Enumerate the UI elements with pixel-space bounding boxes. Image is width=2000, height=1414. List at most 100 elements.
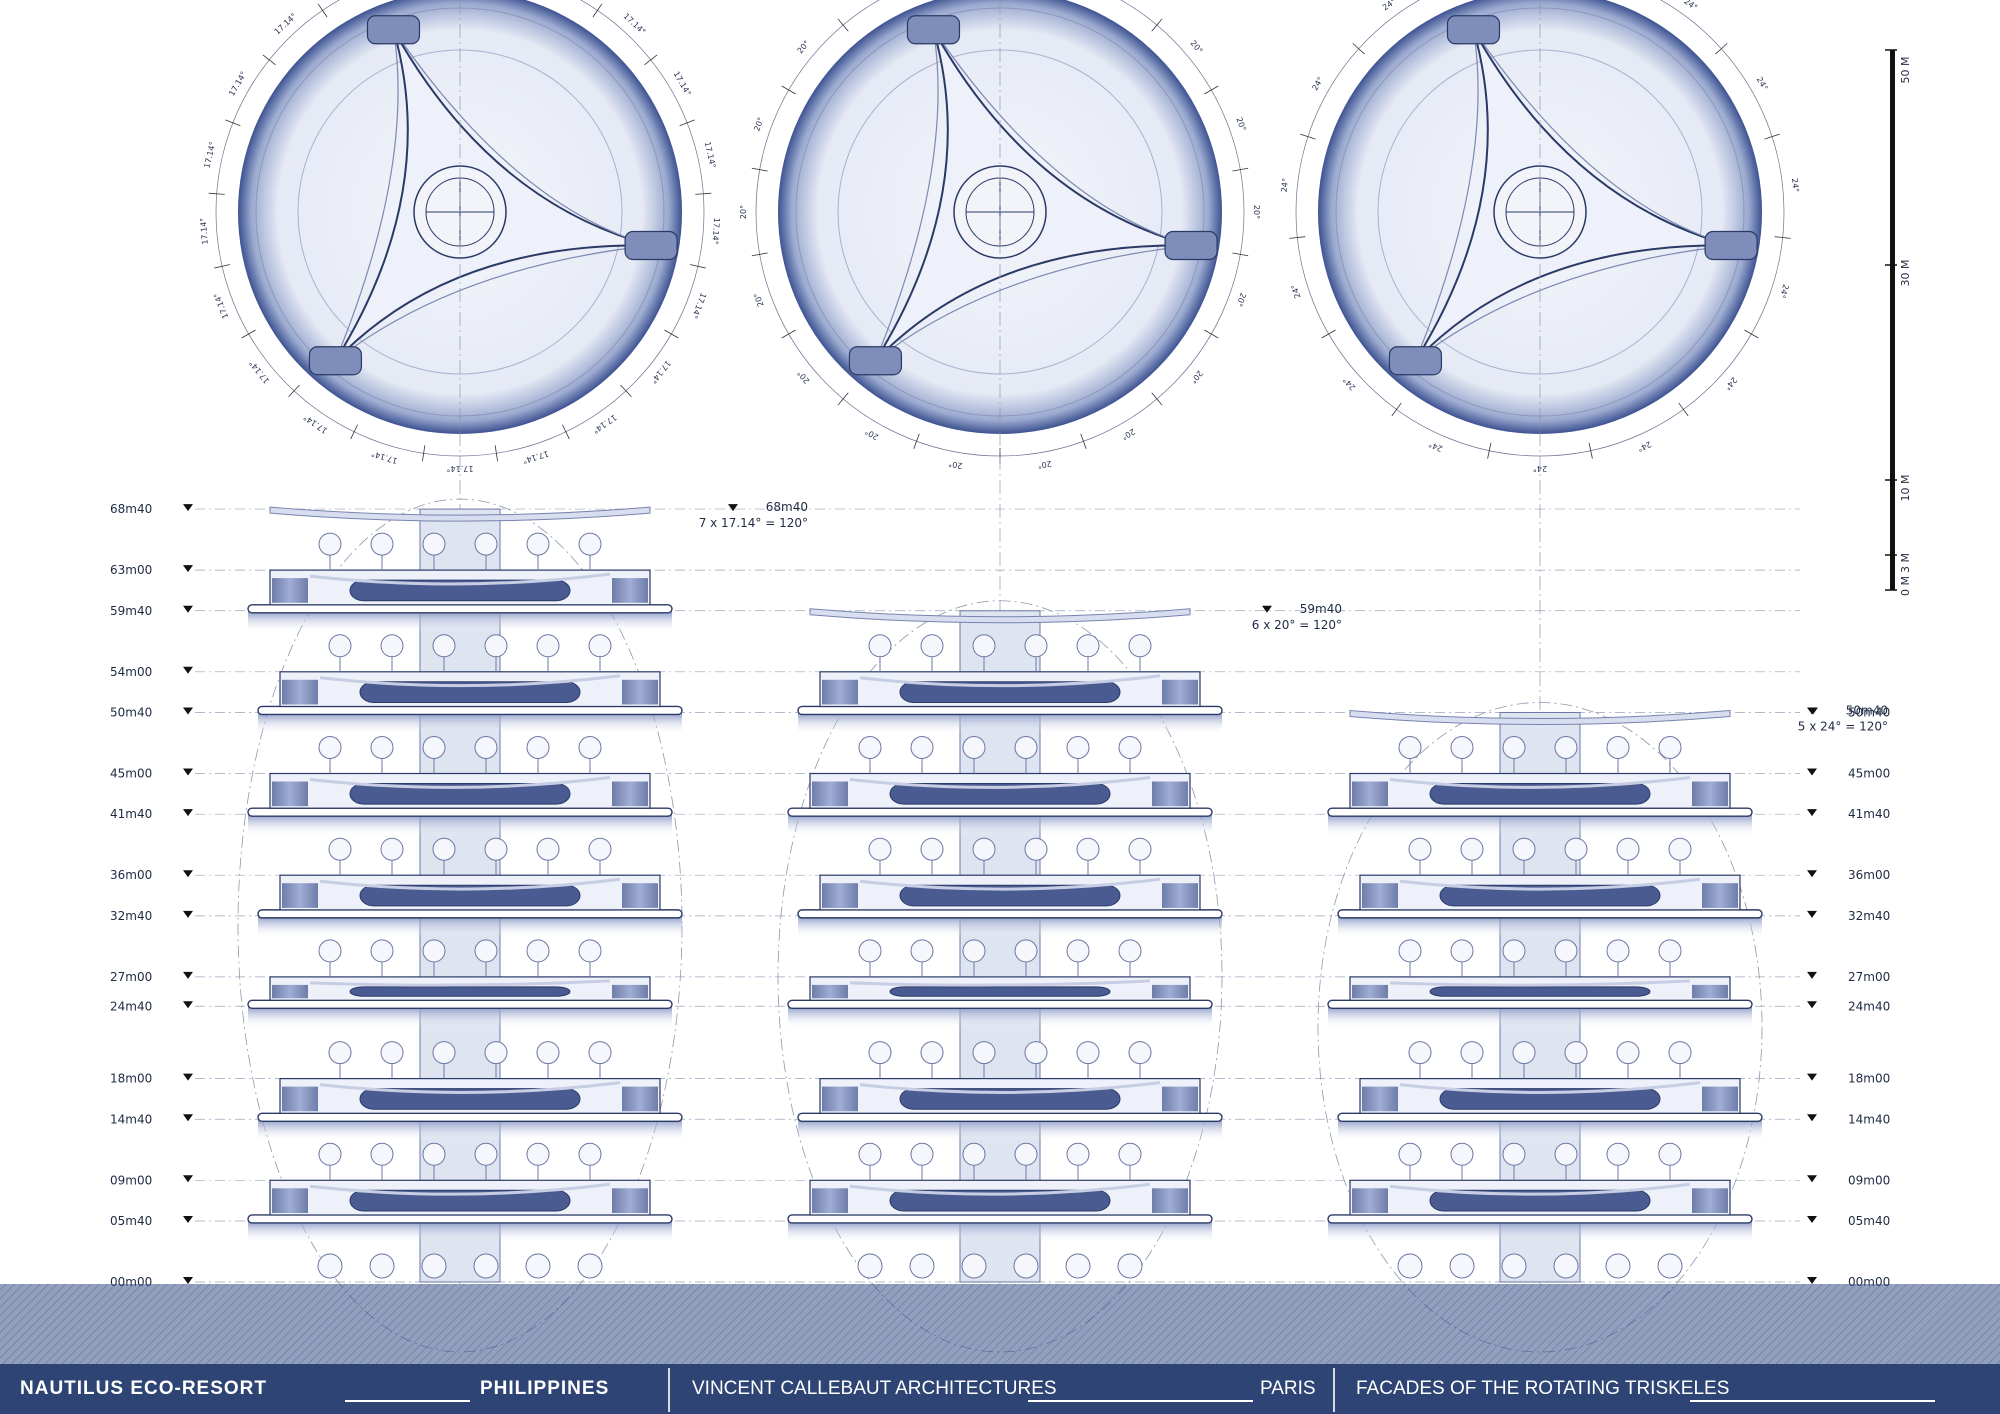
division-tick <box>1232 167 1249 172</box>
tree-canopy <box>1076 634 1100 658</box>
tree-canopy <box>370 939 394 963</box>
tree-canopy <box>1512 1041 1536 1065</box>
division-tick <box>644 54 658 66</box>
division-tick <box>1204 85 1219 95</box>
division-angle-label: 20° <box>948 459 964 470</box>
tree-canopy <box>1408 1041 1432 1065</box>
floor-slab <box>1327 807 1753 817</box>
ramp-curve <box>849 776 1151 789</box>
glazed-ramp <box>359 1088 581 1110</box>
tree-canopy <box>1658 736 1682 759</box>
glazed-ramp <box>349 579 571 602</box>
division-tick <box>1715 43 1728 55</box>
tower-floor <box>787 1142 1213 1243</box>
tree-canopy <box>1076 1041 1100 1065</box>
division-angle-label: 20° <box>1188 39 1204 56</box>
tree-canopy <box>1502 939 1526 963</box>
plan-pool <box>906 15 961 45</box>
division-angle-label: 24° <box>1427 439 1444 453</box>
division-angle-label: 20° <box>739 205 748 219</box>
tree-canopy <box>578 939 602 963</box>
tree-canopy <box>474 1142 498 1166</box>
slab-shadow <box>1328 814 1752 837</box>
slab-shadow <box>788 814 1212 837</box>
tree-canopy <box>328 1041 352 1065</box>
tower-floor <box>1327 939 1753 1029</box>
tree-canopy <box>858 939 882 963</box>
slab-shadow <box>248 1220 672 1243</box>
ramp-curve <box>309 572 611 586</box>
ramp-curve <box>849 979 1151 987</box>
tree-canopy <box>1066 939 1090 963</box>
tree-canopy <box>578 736 602 759</box>
scale-label: 50 M <box>1899 57 1912 84</box>
glazed-ramp <box>889 986 1111 997</box>
floor-slab <box>797 705 1223 716</box>
tree-canopy <box>474 736 498 759</box>
glazed-ramp <box>899 1088 1121 1110</box>
scale-label: 10 M <box>1899 475 1912 502</box>
plan-pool <box>624 230 678 261</box>
tree-canopy <box>920 1041 944 1065</box>
tree-canopy <box>422 736 446 759</box>
division-angle-label: 24° <box>1636 439 1653 453</box>
plan-pool <box>848 346 903 376</box>
tower-floor <box>797 1041 1223 1142</box>
ramp-curve <box>859 674 1161 688</box>
project-country: PHILIPPINES <box>480 1378 610 1399</box>
division-tick <box>689 264 706 269</box>
floor-plan-1: 17.14°17.14°17.14°17.14°17.14°17.14°17.1… <box>199 0 721 1284</box>
project-name: NAUTILUS ECO-RESORT <box>20 1378 267 1399</box>
tree-canopy <box>588 1041 612 1065</box>
tree-canopy <box>1128 837 1152 861</box>
division-tick <box>837 18 849 32</box>
tree-canopy <box>1398 736 1422 759</box>
window-right <box>622 883 658 908</box>
division-tick <box>494 445 498 462</box>
tree-canopy <box>1554 939 1578 963</box>
tower-3 <box>1317 702 1763 1353</box>
tree-canopy <box>422 532 446 556</box>
window-right <box>612 781 648 807</box>
tree-canopy <box>1460 837 1484 861</box>
tree-canopy <box>1450 1142 1474 1166</box>
ramp-curve <box>319 674 621 688</box>
floor-slab <box>247 1214 673 1224</box>
division-angle-label: 24° <box>1682 0 1699 12</box>
glazed-ramp <box>359 681 581 703</box>
level-marker <box>183 1001 193 1009</box>
ground-tree <box>525 1253 551 1279</box>
level-marker-right <box>1807 910 1817 918</box>
tree-canopy <box>422 939 446 963</box>
division-tick <box>288 384 300 398</box>
ramp-curve <box>319 877 621 891</box>
level-label-right-14m40: 14m40 <box>1848 1112 1890 1126</box>
ground-tree <box>1553 1253 1579 1279</box>
triskele-outline <box>1414 29 1732 363</box>
tree-canopy <box>1658 939 1682 963</box>
slab-shadow <box>1328 1220 1752 1243</box>
tree-canopy <box>1398 1142 1422 1166</box>
level-marker <box>183 1114 193 1122</box>
scale-label: 30 M <box>1899 260 1912 287</box>
tree-canopy <box>868 837 892 861</box>
tree-canopy <box>588 634 612 658</box>
tree-canopy <box>1066 1142 1090 1166</box>
glazed-ramp <box>349 1189 571 1212</box>
glazed-ramp <box>349 986 571 997</box>
tree-canopy <box>972 634 996 658</box>
window-right <box>612 578 648 603</box>
level-label-right-32m40: 32m40 <box>1848 909 1890 923</box>
ramp-curve <box>1389 1182 1691 1196</box>
tree-canopy <box>1066 736 1090 759</box>
level-label-09m00: 09m00 <box>110 1173 152 1187</box>
floor-slab <box>787 999 1213 1009</box>
tower-envelope <box>1317 702 1763 1353</box>
division-angle-label: 24° <box>1310 75 1325 92</box>
tree-canopy <box>526 532 550 556</box>
rotation-label: 5 x 24° = 120° <box>1798 719 1888 733</box>
ramp-curve <box>319 1081 621 1094</box>
level-marker-right <box>1807 870 1817 878</box>
division-tick <box>781 329 796 339</box>
tree-canopy <box>858 1142 882 1166</box>
